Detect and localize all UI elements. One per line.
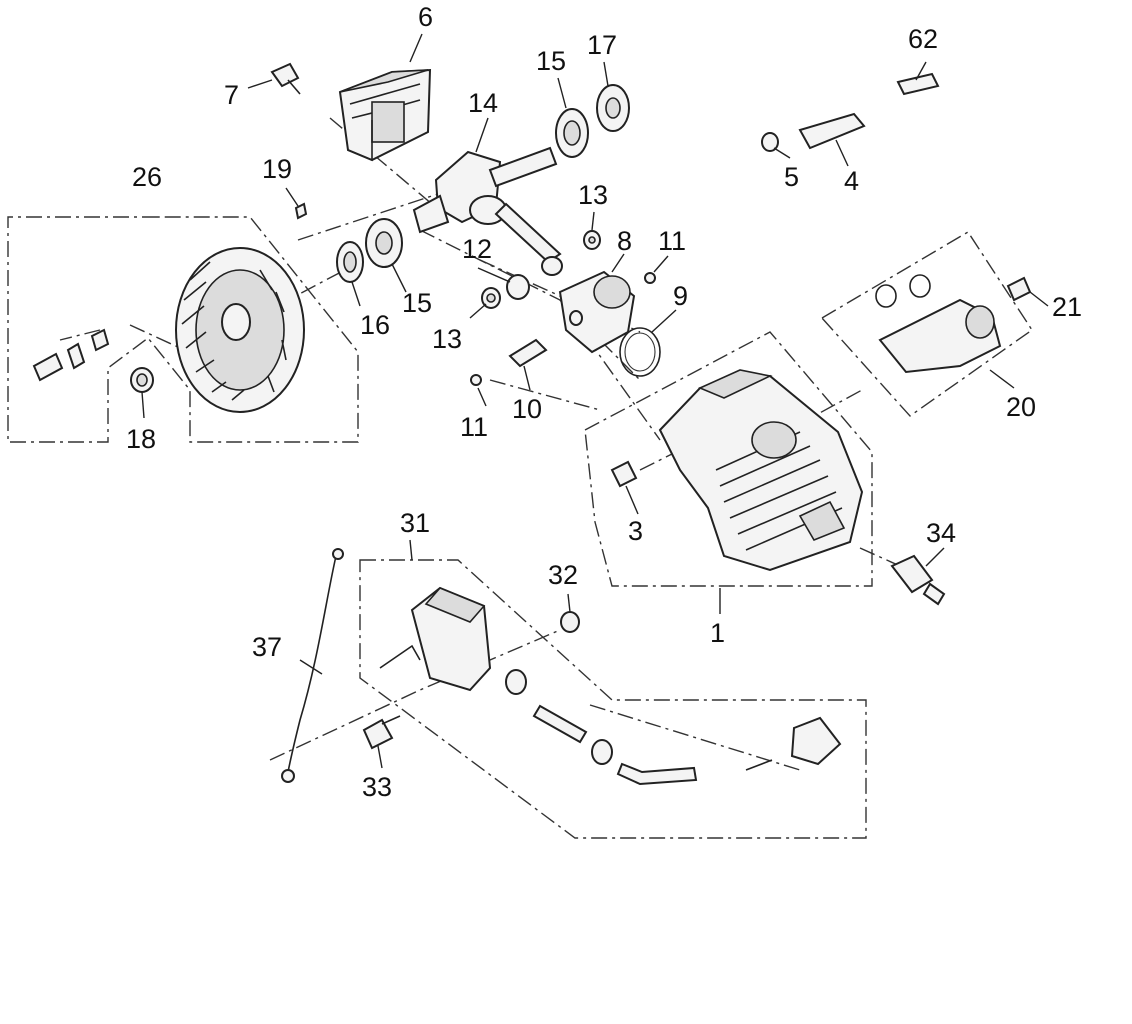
part-nut-18 <box>130 367 154 393</box>
part-piston-pin <box>508 338 548 368</box>
part-ground-wire <box>281 548 344 783</box>
part-intake-manifold <box>875 274 1002 374</box>
callout-13-lower: 13 <box>432 324 462 354</box>
callout-32: 32 <box>548 560 578 590</box>
part-hose <box>798 112 866 150</box>
part-washer-13-upper <box>583 230 601 250</box>
callout-3: 3 <box>628 516 643 546</box>
callout-16: 16 <box>360 310 390 340</box>
callout-5: 5 <box>784 162 799 192</box>
part-spark-plug <box>890 554 946 606</box>
part-screw-33 <box>362 715 401 750</box>
part-fitting-62 <box>896 72 940 96</box>
part-washer-32 <box>560 611 580 633</box>
part-seal-16 <box>336 241 364 283</box>
callout-9: 9 <box>673 281 688 311</box>
callout-33: 33 <box>362 772 392 802</box>
part-bearing-15-lower <box>365 218 403 268</box>
callout-17: 17 <box>587 30 617 60</box>
part-bearing-15-upper <box>555 108 589 158</box>
callout-10: 10 <box>512 394 542 424</box>
group-frames <box>7 216 1033 839</box>
callout-20: 20 <box>1006 392 1036 422</box>
part-ignition-lead <box>505 669 842 786</box>
callout-15-lower: 15 <box>402 288 432 318</box>
callout-12: 12 <box>462 234 492 264</box>
part-stud-3 <box>610 460 638 488</box>
part-circlip-11-upper <box>644 272 656 284</box>
callout-34: 34 <box>926 518 956 548</box>
callout-14: 14 <box>468 88 498 118</box>
callout-21: 21 <box>1052 292 1082 322</box>
part-screw-21 <box>1006 276 1032 302</box>
part-circlip-11-lower <box>470 374 482 386</box>
callout-19: 19 <box>262 154 292 184</box>
leader-lines <box>141 33 1049 769</box>
callout-7: 7 <box>224 80 239 110</box>
callout-11-lower: 11 <box>460 412 488 442</box>
callout-15-upper: 15 <box>536 46 566 76</box>
callout-11-upper: 11 <box>658 226 686 256</box>
part-flywheel <box>175 247 305 413</box>
part-piston <box>558 270 636 354</box>
callout-31: 31 <box>400 508 430 538</box>
part-needle-bearing-12 <box>506 274 530 300</box>
part-cylinder <box>658 369 864 572</box>
callout-62: 62 <box>908 24 938 54</box>
part-nut-5 <box>761 132 779 152</box>
callout-4: 4 <box>844 166 859 196</box>
callout-13-upper: 13 <box>578 180 608 210</box>
part-flywheel-hardware <box>32 328 110 382</box>
part-screw-7 <box>270 62 301 95</box>
callout-26: 26 <box>132 162 162 192</box>
part-piston-ring <box>619 327 661 377</box>
part-seal-17 <box>596 84 630 132</box>
part-key-19 <box>294 202 308 220</box>
callout-1: 1 <box>710 618 725 648</box>
callout-18: 18 <box>126 424 156 454</box>
callout-labels: 1 3 4 5 6 7 8 9 10 11 11 12 13 13 14 15 … <box>126 2 1082 802</box>
part-crankshaft <box>412 146 563 276</box>
callout-37: 37 <box>252 632 282 662</box>
part-washer-13-lower <box>481 287 501 309</box>
part-ignition-module <box>338 68 432 162</box>
part-ignition-coil <box>379 586 492 692</box>
callout-6: 6 <box>418 2 433 32</box>
callout-8: 8 <box>617 226 632 256</box>
